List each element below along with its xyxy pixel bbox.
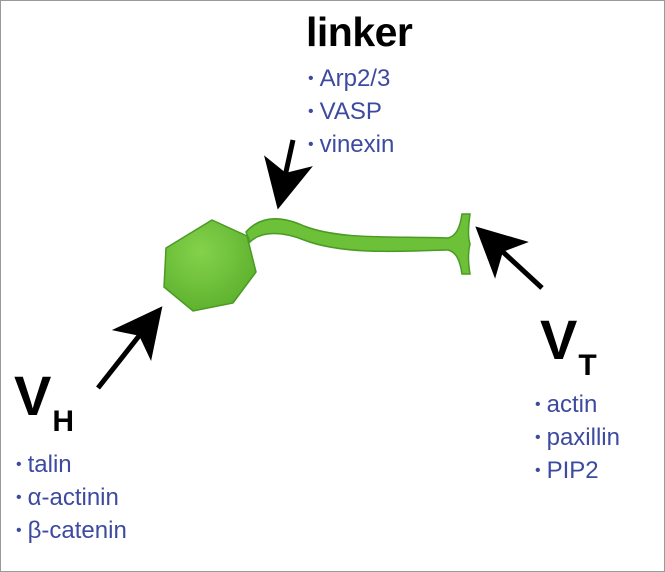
bullet-icon: • [535, 462, 541, 479]
linker-partner-list: •Arp2/3 •VASP •vinexin [308, 64, 394, 163]
head-domain-heptagon [163, 219, 257, 312]
vh-partner-list: •talin •α-actinin •β-catenin [16, 450, 127, 549]
list-item: •vinexin [308, 131, 395, 158]
vt-title: VT [540, 308, 597, 382]
list-item: •Arp2/3 [308, 65, 391, 92]
bullet-icon: • [535, 429, 541, 446]
list-item: •actin [535, 391, 598, 418]
list-item: •β-catenin [16, 517, 127, 544]
bullet-icon: • [308, 70, 314, 87]
bullet-icon: • [16, 522, 22, 539]
list-item: •talin [16, 451, 72, 478]
list-item: •paxillin [535, 424, 620, 451]
bullet-icon: • [535, 396, 541, 413]
arrow-icon-vt [475, 226, 544, 290]
list-item: •PIP2 [535, 457, 599, 484]
tail-domain-shape [245, 213, 471, 275]
list-item: •α-actinin [16, 484, 119, 511]
bullet-icon: • [16, 456, 22, 473]
vh-subscript: H [52, 405, 75, 438]
linker-title: linker [306, 9, 413, 55]
bullet-icon: • [16, 489, 22, 506]
list-item: •VASP [308, 98, 382, 125]
arrow-icon-linker [264, 139, 313, 210]
vt-partner-list: •actin •paxillin •PIP2 [535, 390, 620, 489]
bullet-icon: • [308, 103, 314, 120]
vt-subscript: T [578, 349, 597, 382]
vh-title: VH [14, 364, 75, 438]
bullet-icon: • [308, 136, 314, 153]
arrow-icon-vh [96, 306, 163, 390]
